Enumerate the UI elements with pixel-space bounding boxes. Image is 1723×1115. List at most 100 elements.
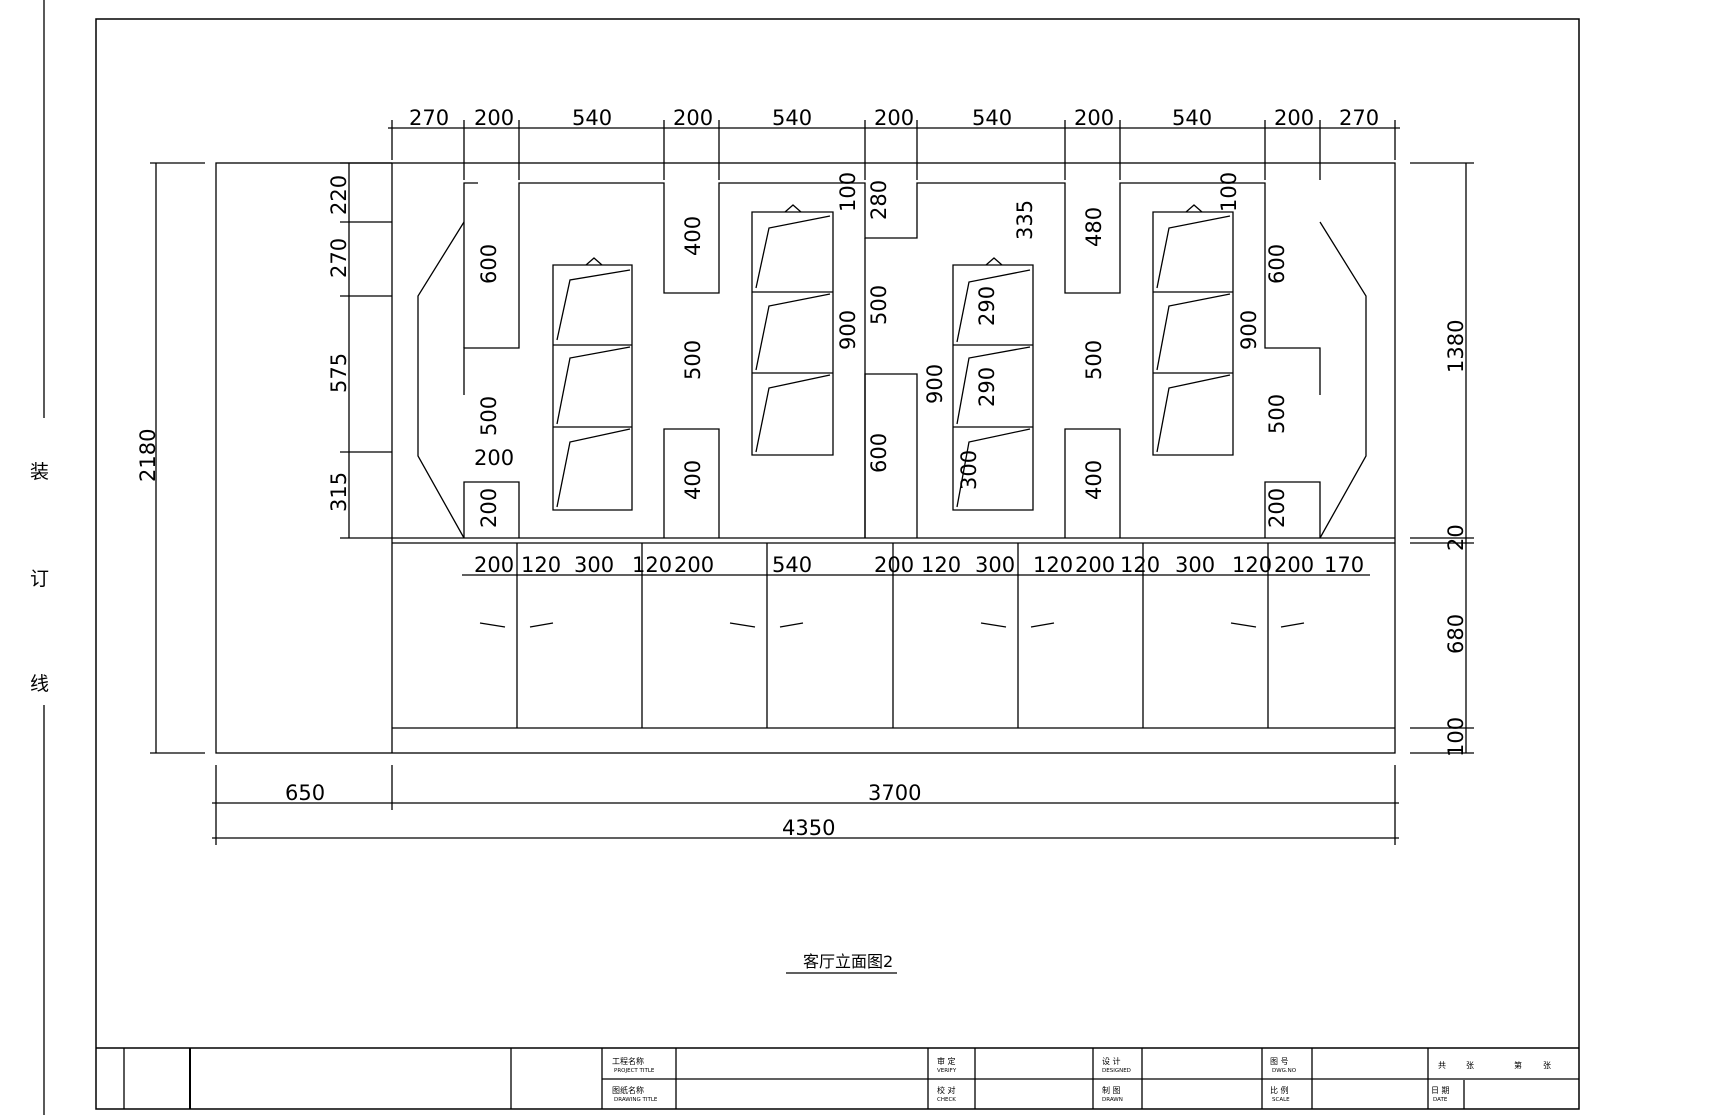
right-dim-2: 20: [1444, 524, 1468, 551]
top-dim-10: 200: [1274, 106, 1314, 130]
int-niche2-1: 400: [681, 216, 705, 256]
bottom-dim-lines: [212, 765, 1399, 845]
counter-dim-12: 120: [1120, 553, 1160, 577]
int-cab2-2: 900: [836, 310, 860, 350]
counter-dim-9: 300: [975, 553, 1015, 577]
top-dim-7: 540: [972, 106, 1012, 130]
int-niche3-4: 300: [957, 450, 981, 490]
counter-dim-4: 120: [632, 553, 672, 577]
counter-dim-13: 300: [1175, 553, 1215, 577]
tb-drawing-title-en: DRAWING TITLE: [614, 1097, 658, 1103]
tb-drawing-title-cn: 图纸名称: [612, 1085, 644, 1095]
overall-height-dim: 2180: [136, 429, 160, 482]
counter-dim-7: 200: [874, 553, 914, 577]
int-cab2-1: 100: [836, 172, 860, 212]
bottom-dim-3700: 3700: [868, 781, 921, 805]
top-dim-4: 200: [673, 106, 713, 130]
counter-dim-2: 120: [521, 553, 561, 577]
int-cab4-1: 100: [1217, 172, 1241, 212]
int-niche3-2: 290: [975, 286, 999, 326]
left-dim-4: 315: [327, 472, 351, 512]
int-bay1-1: 600: [477, 244, 501, 284]
right-dim-1: 1380: [1444, 320, 1468, 373]
counter-dim-1: 200: [474, 553, 514, 577]
upper-display-zone: [417, 182, 1367, 539]
display-cabinet-1: [552, 264, 633, 511]
lower-cabinets: [479, 543, 1305, 728]
counter-dim-10: 120: [1033, 553, 1073, 577]
tb-project-title-en: PROJECT TITLE: [614, 1068, 655, 1074]
right-dim-3: 680: [1444, 614, 1468, 654]
tb-project-title-cn: 工程名称: [612, 1056, 644, 1066]
int-bay1-2: 500: [477, 396, 501, 436]
tb-verify-cn: 审 定: [937, 1056, 956, 1066]
binding-char-1: 装: [30, 461, 49, 483]
binding-char-2: 订: [30, 568, 49, 590]
tb-date-cn: 日 期: [1431, 1086, 1450, 1095]
int-bay5-1: 600: [1265, 244, 1289, 284]
counter-dim-5: 200: [674, 553, 714, 577]
int-post4-1: 480: [1082, 207, 1106, 247]
tb-scale-en: SCALE: [1272, 1097, 1290, 1103]
wall-outline: [215, 162, 1396, 754]
display-cabinet-4: [1152, 211, 1234, 456]
int-bay5-3: 200: [1265, 488, 1289, 528]
int-mid-3: 600: [867, 433, 891, 473]
int-mid-1: 280: [867, 180, 891, 220]
counter-dim-8: 120: [921, 553, 961, 577]
top-dim-8: 200: [1074, 106, 1114, 130]
top-dim-11: 270: [1339, 106, 1379, 130]
bottom-dim-650: 650: [285, 781, 325, 805]
top-dim-3: 540: [572, 106, 612, 130]
tb-verify-en: VERIFY: [937, 1068, 957, 1074]
int-niche2-2: 500: [681, 340, 705, 380]
counter-dim-3: 300: [574, 553, 614, 577]
int-niche3-3: 290: [975, 367, 999, 407]
top-dim-6: 200: [874, 106, 914, 130]
int-bay5-2: 500: [1265, 394, 1289, 434]
bottom-dim-total: 4350: [782, 816, 835, 840]
drawing-title: 客厅立面图2: [803, 952, 893, 971]
int-bay1-3: 200: [474, 446, 514, 470]
tb-dwg-no-en: DWG.NO: [1272, 1068, 1297, 1074]
counter-dim-11: 200: [1075, 553, 1115, 577]
tb-sheets-a: 共: [1438, 1061, 1446, 1070]
left-dim-3: 575: [327, 353, 351, 393]
tb-designed-cn: 设 计: [1102, 1056, 1121, 1066]
tb-designed-en: DESIGNED: [1102, 1068, 1131, 1074]
tb-date-en: DATE: [1433, 1097, 1448, 1103]
title-block: [96, 1047, 1579, 1109]
int-post4-2: 500: [1082, 340, 1106, 380]
display-cabinet-3: [952, 264, 1034, 511]
right-dim-4: 100: [1444, 717, 1468, 757]
left-dim-lines: [150, 162, 392, 754]
right-dim-lines: [1410, 162, 1474, 754]
left-dim-1: 220: [327, 175, 351, 215]
top-dim-1: 270: [409, 106, 449, 130]
int-bay1-4: 200: [477, 488, 501, 528]
int-post4-3: 400: [1082, 460, 1106, 500]
tb-dwg-no-cn: 图 号: [1270, 1057, 1289, 1066]
tb-sheets-d: 张: [1543, 1061, 1551, 1070]
int-niche2-3: 400: [681, 460, 705, 500]
int-niche3-1: 335: [1013, 200, 1037, 240]
display-cabinet-2: [751, 211, 834, 456]
top-dim-5: 540: [772, 106, 812, 130]
tb-drawn-en: DRAWN: [1102, 1097, 1123, 1103]
top-dim-9: 540: [1172, 106, 1212, 130]
counter-dim-6: 540: [772, 553, 812, 577]
left-dim-2: 270: [327, 238, 351, 278]
top-dim-2: 200: [474, 106, 514, 130]
tb-sheets-c: 第: [1514, 1060, 1522, 1070]
tb-check-en: CHECK: [937, 1097, 956, 1103]
tb-scale-cn: 比 例: [1270, 1085, 1289, 1095]
tb-sheets-b: 张: [1466, 1061, 1474, 1070]
int-mid-4: 900: [923, 364, 947, 404]
counter-dim-16: 170: [1324, 553, 1364, 577]
top-dim-lines: [388, 120, 1400, 180]
sheet-border: [95, 18, 1580, 1110]
counter-dim-14: 120: [1232, 553, 1272, 577]
tb-check-cn: 校 对: [937, 1085, 956, 1095]
binding-char-3: 线: [30, 673, 49, 695]
